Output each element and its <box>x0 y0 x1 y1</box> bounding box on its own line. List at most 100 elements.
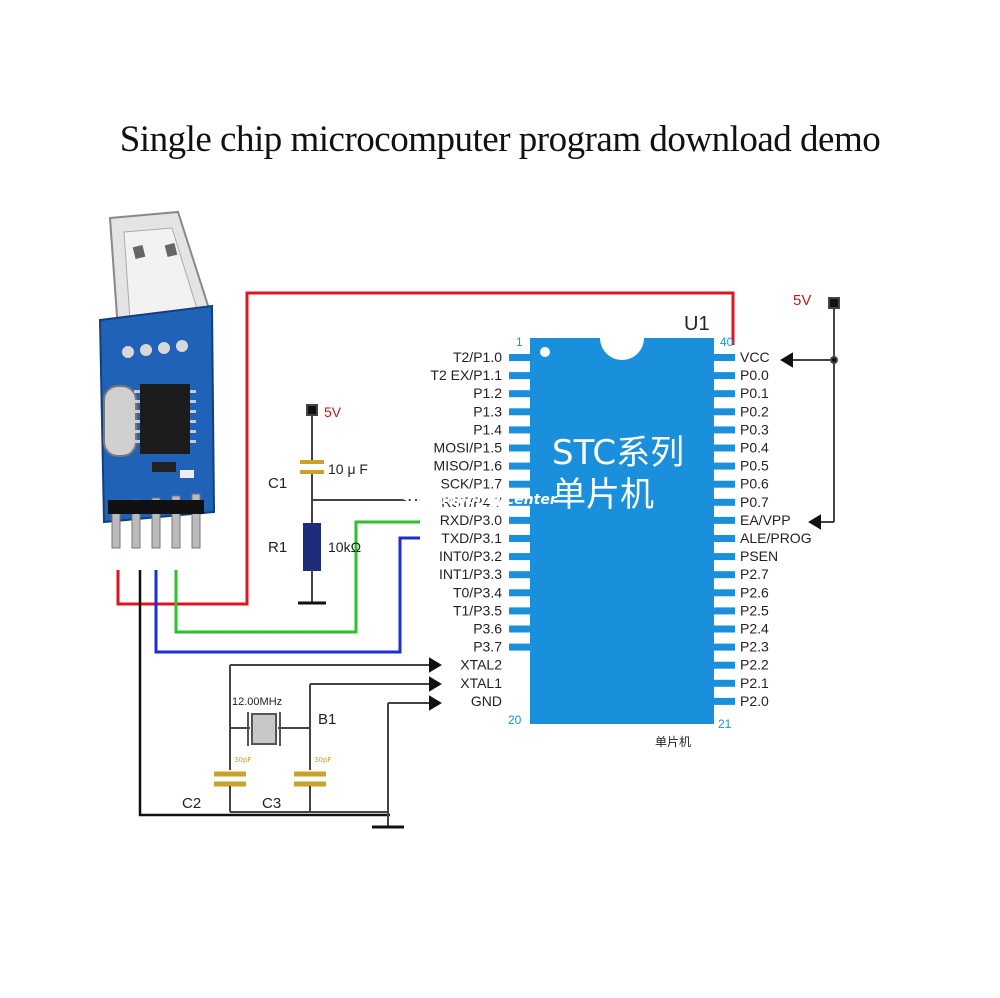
r1-value: 10kΩ <box>328 539 361 555</box>
c1-ref: C1 <box>268 475 287 492</box>
chip-pin-left <box>509 372 530 380</box>
chip-ref: U1 <box>684 313 710 335</box>
right-pin-labels: VCCP0.0P0.1P0.2P0.3P0.4P0.5P0.6P0.7EA/VP… <box>740 349 812 709</box>
chip-pin-right <box>714 390 735 398</box>
pin-label-left: P3.6 <box>473 621 502 637</box>
pin-label-left: T2/P1.0 <box>453 349 502 365</box>
chip-pin-right <box>714 589 735 597</box>
chip-pin-right <box>714 516 735 524</box>
pin-label-right: P0.1 <box>740 385 769 401</box>
chip-pin-left <box>509 625 530 633</box>
pin-label-left: SCK/P1.7 <box>441 476 503 492</box>
chip-pin-right <box>714 408 735 416</box>
c1-value: 10 μ F <box>328 461 368 477</box>
chip-pin-right <box>714 426 735 434</box>
chip-name-line2: 单片机 <box>552 475 654 515</box>
pin20-number: 20 <box>508 713 522 727</box>
oscillator-network <box>214 657 442 829</box>
usb-ttl-module <box>98 210 216 549</box>
wire-rxd-green <box>174 520 420 634</box>
c3-value: 30pF <box>314 756 331 764</box>
adapter-crystal <box>103 385 137 457</box>
chip-pin-right <box>714 354 735 361</box>
chip-pin-left <box>509 426 530 434</box>
chip-pin-left <box>509 444 530 452</box>
chip-name-line1: STC系列 <box>552 433 684 473</box>
pin-label-left: XTAL2 <box>460 657 502 673</box>
pin-label-right: P0.3 <box>740 421 769 437</box>
power-5v-mid: 5V <box>324 404 342 420</box>
chip-pin-right <box>714 372 735 380</box>
chip-pin-left <box>509 498 530 506</box>
chip-pin-right <box>714 607 735 615</box>
wire-gnd-black <box>138 570 390 817</box>
chip-pin-right <box>714 498 735 506</box>
pin-label-right: P0.5 <box>740 458 769 474</box>
pin-label-right: P0.2 <box>740 403 769 419</box>
pin-label-left: RST/P4.7 <box>441 494 502 510</box>
chip-u1 <box>509 338 735 724</box>
wire-5v-red <box>116 291 735 606</box>
pin-label-right: P2.2 <box>740 657 769 673</box>
chip-pin-right <box>714 697 735 705</box>
diagram-title: Single chip microcomputer program downlo… <box>119 119 881 160</box>
watermark: S-T shopping center <box>400 492 558 508</box>
pin-label-left: T0/P3.4 <box>453 584 502 600</box>
pin40-number: 40 <box>720 335 734 349</box>
crystal-value: 12.00MHz <box>232 696 282 708</box>
chip-pin-left <box>509 354 530 361</box>
pin-label-left: P3.7 <box>473 639 502 655</box>
pin-label-left: INT0/P3.2 <box>439 548 502 564</box>
wire-txd-blue <box>154 536 420 654</box>
pin-label-left: MISO/P1.6 <box>434 458 503 474</box>
c2-value: 30pF <box>234 756 251 764</box>
chip-pin-right <box>714 535 735 542</box>
pin1-number: 1 <box>516 335 523 349</box>
chip-pin-left <box>509 516 530 524</box>
c2-ref: C2 <box>182 795 201 812</box>
chip-caption: 单片机 <box>655 735 691 749</box>
reset-network <box>298 404 420 605</box>
pin-label-right: P0.6 <box>740 476 769 492</box>
pin-label-right: P2.0 <box>740 693 769 709</box>
chip-pin-right <box>714 444 735 452</box>
pin21-number: 21 <box>718 717 732 731</box>
chip-pin-right <box>714 643 735 651</box>
pin-label-left: T1/P3.5 <box>453 602 502 618</box>
wires <box>116 291 735 817</box>
pin-label-left: TXD/P3.1 <box>441 530 502 546</box>
chip-pin-left <box>509 462 530 470</box>
pin-label-right: P2.5 <box>740 602 769 618</box>
pin-label-right: P2.3 <box>740 639 769 655</box>
chip-notch <box>600 338 644 360</box>
crystal-ref: B1 <box>318 711 336 728</box>
r1-resistor <box>303 523 321 571</box>
pin-label-left: XTAL1 <box>460 675 502 691</box>
chip-pin-right <box>714 571 735 579</box>
pin1-dot <box>540 347 550 357</box>
chip-pin-right <box>714 462 735 470</box>
power-5v-top-right: 5V <box>793 292 811 309</box>
pin-label-right: PSEN <box>740 548 778 564</box>
pin-label-right: P0.7 <box>740 494 769 510</box>
left-pin-labels: T2/P1.0T2 EX/P1.1P1.2P1.3P1.4MOSI/P1.5MI… <box>430 349 502 709</box>
pin-label-right: P2.1 <box>740 675 769 691</box>
chip-pin-left <box>509 535 530 542</box>
chip-pin-left <box>509 589 530 597</box>
pin-label-left: GND <box>471 693 502 709</box>
pin-label-right: P2.4 <box>740 621 769 637</box>
pin-label-left: P1.4 <box>473 421 502 437</box>
pin-label-right: VCC <box>740 349 770 365</box>
pin-label-right: P0.0 <box>740 367 769 383</box>
pin-label-left: INT1/P3.3 <box>439 566 502 582</box>
pin-label-right: P2.7 <box>740 566 769 582</box>
pin-label-right: EA/VPP <box>740 512 791 528</box>
chip-pin-left <box>509 607 530 615</box>
c3-ref: C3 <box>262 795 281 812</box>
vcc-bus <box>780 297 840 530</box>
chip-body <box>530 338 714 724</box>
pin-label-left: P1.3 <box>473 403 502 419</box>
chip-pin-left <box>509 553 530 561</box>
chip-pin-right <box>714 661 735 669</box>
